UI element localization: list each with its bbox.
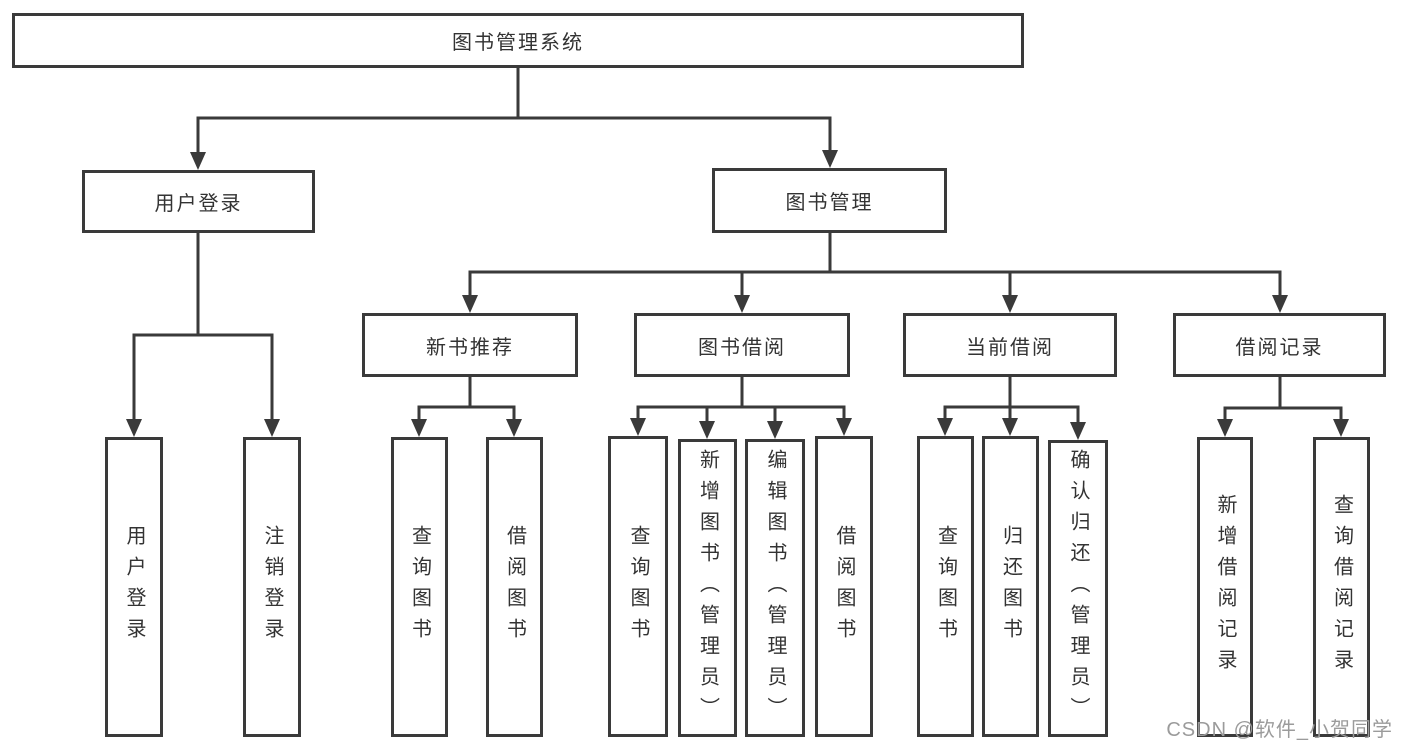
node-label: 用户登录 [154, 193, 243, 215]
node-label: 查询图书 [408, 525, 431, 649]
leaf-add-books-admin: 新增图书（管理员） [678, 439, 737, 737]
leaf-edit-books-admin: 编辑图书（管理员） [745, 439, 805, 737]
csdn-watermark: CSDN @软件_小贺同学 [1166, 719, 1393, 741]
node-label: 查询借阅记录 [1330, 494, 1353, 680]
arrowheads [126, 150, 1349, 440]
node-label: 借阅图书 [503, 525, 526, 649]
node-label: 借阅图书 [833, 524, 855, 649]
node-book-management: 图书管理 [712, 168, 947, 233]
node-label: 查询图书 [627, 524, 649, 649]
node-book-borrow: 图书借阅 [634, 313, 850, 377]
node-current-borrow: 当前借阅 [903, 313, 1117, 377]
node-label: 新增图书（管理员） [696, 448, 719, 728]
leaf-add-borrow-record: 新增借阅记录 [1197, 437, 1253, 737]
node-user-login: 用户登录 [82, 170, 315, 233]
leaf-logout: 注销登录 [243, 437, 301, 737]
node-label: 归还图书 [999, 524, 1022, 649]
node-borrow-records: 借阅记录 [1173, 313, 1386, 377]
node-label: 图书管理 [785, 192, 874, 214]
node-label: 用户登录 [123, 525, 145, 649]
node-new-book-recommend: 新书推荐 [362, 313, 578, 377]
node-label: 确认归还（管理员） [1067, 449, 1089, 728]
leaf-borrow-books-recommend: 借阅图书 [486, 437, 543, 737]
node-label: 新增借阅记录 [1214, 494, 1236, 680]
leaf-query-books-recommend: 查询图书 [391, 437, 448, 737]
node-label: 编辑图书（管理员） [764, 448, 786, 728]
leaf-query-borrow-record: 查询借阅记录 [1313, 437, 1370, 737]
leaf-query-books-current: 查询图书 [917, 436, 974, 737]
node-label: 借阅记录 [1235, 336, 1324, 359]
node-label: 查询图书 [934, 524, 957, 649]
leaf-borrow-books: 借阅图书 [815, 436, 873, 737]
node-label: 新书推荐 [426, 336, 514, 359]
node-root-system: 图书管理系统 [12, 13, 1024, 68]
leaf-confirm-return-admin: 确认归还（管理员） [1048, 440, 1108, 737]
node-label: 图书借阅 [698, 336, 786, 359]
leaf-user-login: 用户登录 [105, 437, 163, 737]
leaf-query-books-borrow: 查询图书 [608, 436, 668, 737]
node-label: 注销登录 [261, 525, 283, 649]
leaf-return-books: 归还图书 [982, 436, 1039, 737]
node-label: 图书管理系统 [452, 32, 584, 54]
node-label: 当前借阅 [966, 336, 1054, 359]
